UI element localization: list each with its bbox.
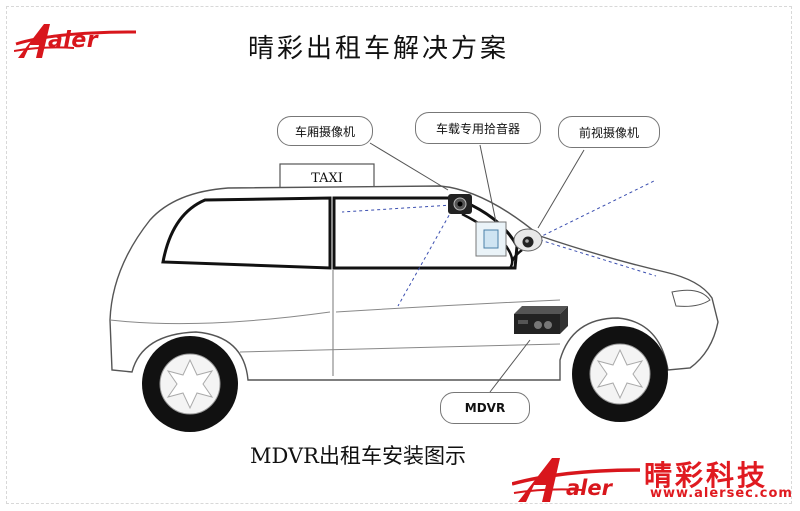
footer-logo-text: aler: [566, 476, 612, 500]
footer-brand: aler 晴彩科技 www.alersec.com: [512, 452, 796, 506]
mdvr-leader: [489, 339, 531, 393]
taxi-sign-text: TAXI: [311, 171, 343, 186]
taxi-roof-sign: [279, 163, 375, 190]
aler-a-logo-icon: [512, 458, 641, 502]
car-body: [109, 185, 719, 381]
top-logo: aler: [13, 18, 140, 66]
mic-callout: 车载专用拾音器: [415, 112, 541, 144]
cabin-camera-icon: [448, 194, 472, 214]
mdvr-box-icon: [514, 306, 568, 334]
aler-a-logo-icon: [13, 24, 137, 58]
microphone-icon: [475, 221, 507, 257]
dome-camera-icon: [513, 228, 543, 252]
mic-leader: [479, 144, 497, 223]
front-wheel-icon: [572, 326, 668, 422]
rear-window: [161, 196, 332, 270]
field-of-view-lines: [341, 179, 657, 307]
cabin-camera-leader: [369, 142, 449, 191]
page-frame: [6, 6, 792, 504]
front-camera-leader: [537, 149, 585, 229]
top-logo-text: aler: [48, 28, 99, 53]
cabin-camera-callout: 车厢摄像机: [277, 116, 373, 146]
company-name: 晴彩科技: [644, 459, 769, 492]
page-title: 晴彩出租车解决方案: [248, 34, 510, 64]
mdvr-callout: MDVR: [440, 392, 530, 424]
company-website: www.alersec.com: [650, 486, 793, 501]
diagram-caption: MDVR出租车安装图示: [250, 444, 466, 468]
front-camera-callout: 前视摄像机: [558, 116, 660, 148]
rear-wheel-icon: [142, 336, 238, 432]
